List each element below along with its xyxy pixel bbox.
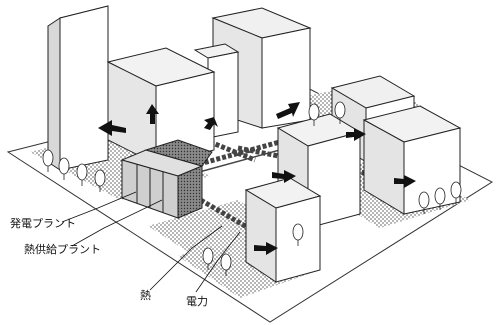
building-front [246, 178, 320, 282]
label-heat: 熱 [140, 290, 151, 301]
label-electricity: 電力 [186, 296, 208, 307]
label-power-plant: 発電プラント [10, 218, 76, 229]
building-right-tall [364, 106, 460, 214]
building-far-left [48, 6, 108, 170]
label-heat-plant: 熱供給プラント [24, 244, 101, 255]
